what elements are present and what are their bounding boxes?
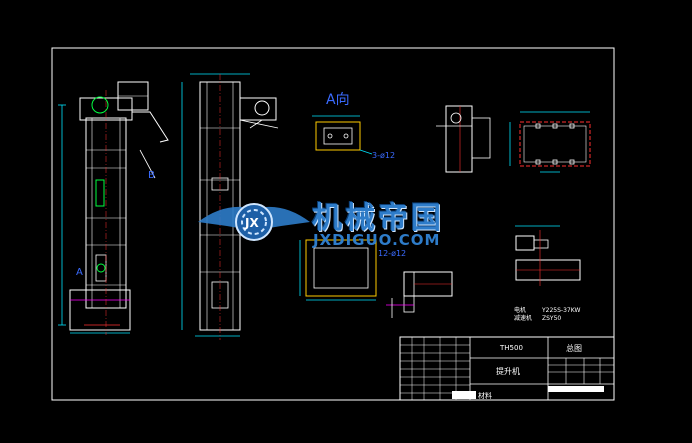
boot-plan-view: 12-ø12 <box>299 239 406 301</box>
elevator-front-view: A B <box>58 81 169 335</box>
view-label-a: A <box>76 267 83 278</box>
hole-spec-3: 3-ø12 <box>372 151 395 160</box>
elevator-side-view <box>181 73 279 340</box>
logo-letters: JX <box>244 216 259 230</box>
inlet-detail-view <box>386 271 453 318</box>
reducer-value: ZSY50 <box>542 315 561 322</box>
watermark-chinese: 机械帝国 <box>312 201 444 236</box>
spec-notes: 电机 Y225S-37KW 减速机 ZSY50 <box>514 306 580 322</box>
flange-plan-view <box>509 111 591 173</box>
motor-label: 电机 <box>514 306 526 314</box>
drawing-type: 总图 <box>566 343 582 353</box>
a-view-title: A向 <box>326 92 350 108</box>
watermark-english: JXDIGUO.COM <box>313 231 441 249</box>
reducer-label: 减速机 <box>514 314 532 322</box>
hole-spec-12: 12-ø12 <box>378 249 406 258</box>
head-detail-view <box>436 105 491 173</box>
drive-unit-view <box>515 225 581 286</box>
material-label: 材料 <box>478 391 492 400</box>
motor-value: Y225S-37KW <box>541 307 580 314</box>
a-direction-view: A向 3-ø12 <box>312 92 395 160</box>
product-name: 提升机 <box>496 366 520 376</box>
view-label-b: B <box>148 170 155 181</box>
title-block: TH500 总图 提升机 材料 <box>399 336 615 401</box>
model-number: TH500 <box>499 344 523 352</box>
drawing-frame <box>51 47 615 401</box>
watermark-logo: JX <box>198 203 310 241</box>
